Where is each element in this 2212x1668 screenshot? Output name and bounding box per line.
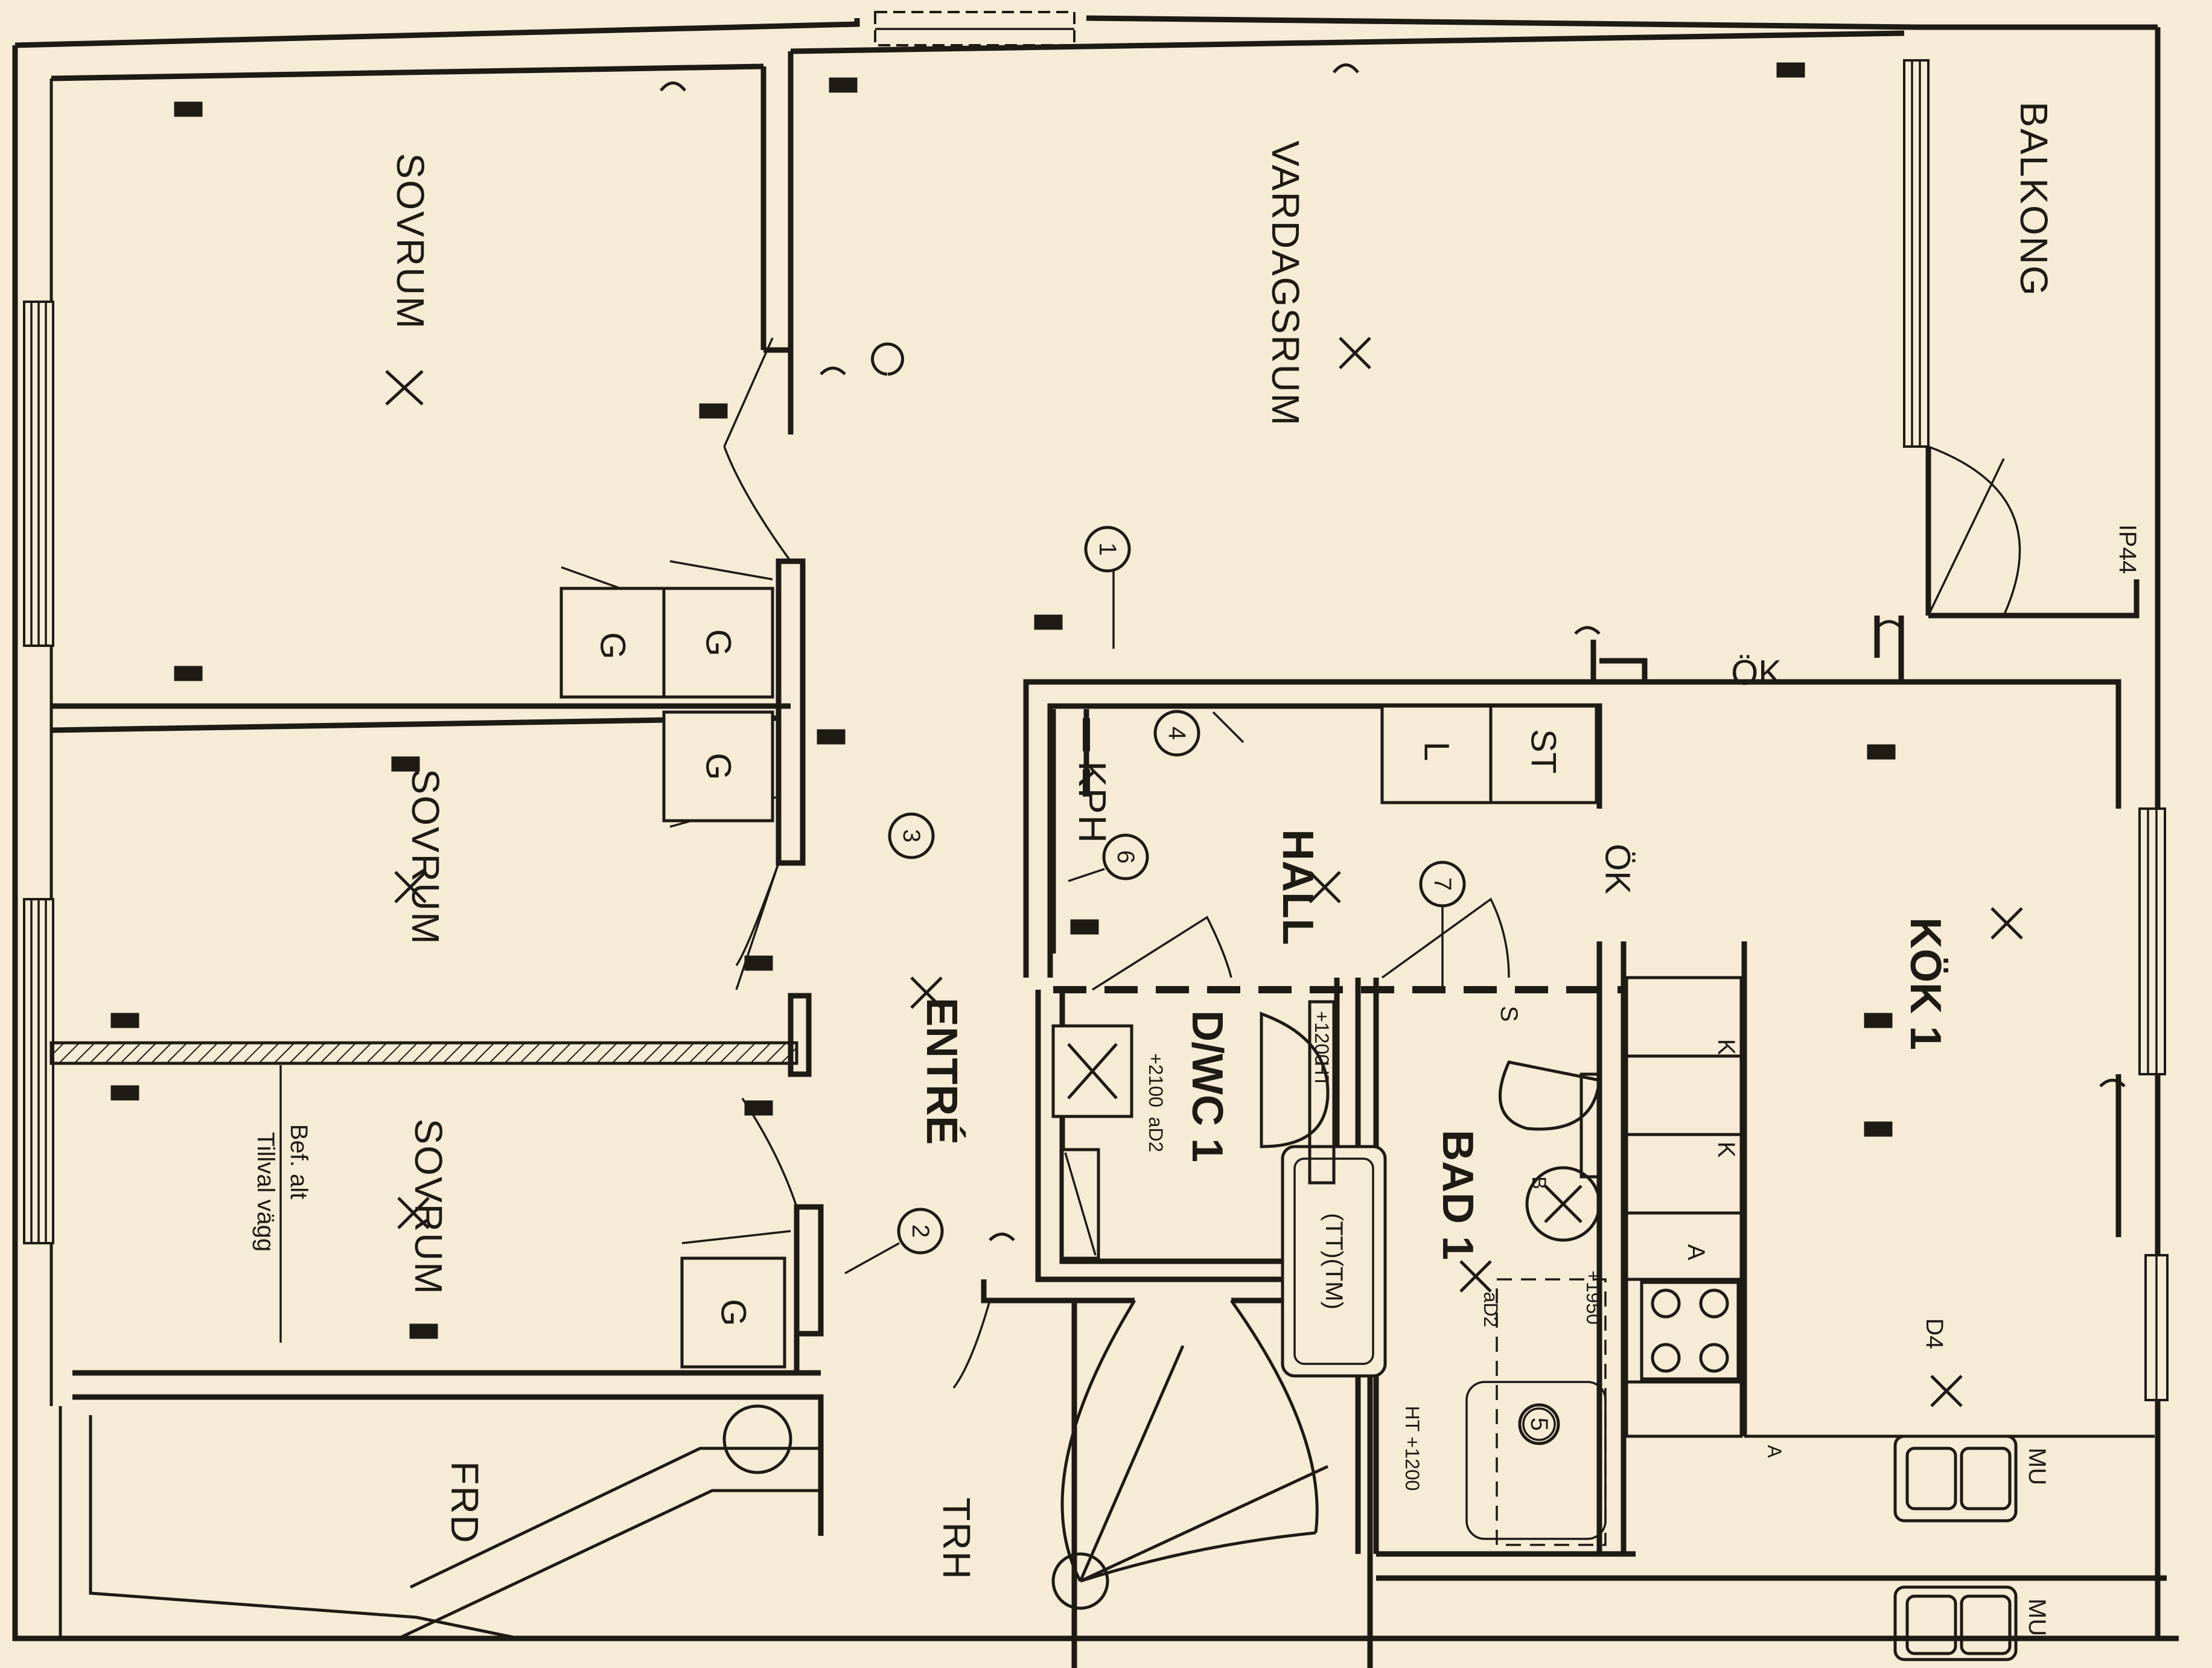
label-frd: FRD xyxy=(443,1461,486,1544)
label-a-kok: A xyxy=(1683,1244,1709,1261)
window-kok xyxy=(2138,807,2166,1075)
label-k2: K xyxy=(1713,1142,1739,1158)
wardrobe-g4: G xyxy=(680,1256,786,1369)
wardrobe-g2: G xyxy=(662,587,774,699)
svg-text:7: 7 xyxy=(1429,877,1456,891)
svg-text:ST: ST xyxy=(1524,729,1563,774)
light-point-markers xyxy=(385,337,2023,1407)
label-tillval-vagg: Tillval vägg xyxy=(252,1132,279,1252)
label-kok: KÖK 1 xyxy=(1901,917,1949,1050)
window-kok-lower xyxy=(2144,1254,2169,1401)
washbasin-dwc xyxy=(1051,1024,1133,1118)
label-mu2: MU xyxy=(2024,1599,2050,1636)
svg-text:G: G xyxy=(593,632,633,659)
svg-text:G: G xyxy=(699,629,738,656)
svg-text:6: 6 xyxy=(1112,850,1139,864)
sink-kok-1 xyxy=(1893,1434,2018,1523)
washbasin-bad xyxy=(1525,1166,1601,1242)
svg-text:G: G xyxy=(699,753,738,780)
dashed-boundary xyxy=(1053,718,1624,993)
label-k1: K xyxy=(1713,1039,1739,1055)
washer-dryer: (TT)(TM) xyxy=(1281,1145,1387,1378)
label-d2-dwc: aD2 xyxy=(1145,1117,1167,1153)
label-sovrum-top: SOVRUM xyxy=(389,153,432,330)
top-vent-window xyxy=(874,11,1076,46)
label-b: B xyxy=(1528,1176,1550,1189)
toilet-bad xyxy=(1499,1060,1601,1179)
label-ok-kok: ÖK xyxy=(1598,844,1637,894)
label-trh: TRH xyxy=(935,1497,978,1580)
cabinet-st: ST xyxy=(1489,704,1598,804)
label-a-marker: A xyxy=(1764,1445,1785,1458)
svg-text:5: 5 xyxy=(1526,1418,1552,1431)
label-1950: +1950 xyxy=(1583,1270,1604,1325)
shower-area xyxy=(1465,1278,1607,1546)
label-dwc: D/WC 1 xyxy=(1183,1010,1231,1162)
svg-text:L: L xyxy=(1417,742,1456,761)
label-d2-bad: aD2 xyxy=(1480,1292,1502,1328)
label-2100: +2100 xyxy=(1145,1053,1167,1107)
stove xyxy=(1640,1281,1740,1381)
label-entre: ENTRÉ xyxy=(917,998,966,1145)
svg-text:G: G xyxy=(714,1299,753,1326)
frd-drain xyxy=(722,1404,792,1474)
label-bad: BAD 1 xyxy=(1433,1130,1482,1260)
label-sovrum-mid: SOVRUM xyxy=(404,769,447,946)
shelf-dwc xyxy=(1060,1148,1100,1260)
svg-text:2: 2 xyxy=(907,1224,934,1238)
wardrobe-g1: G xyxy=(559,587,666,699)
label-kph: KPH xyxy=(1071,761,1114,844)
sink-kok-2 xyxy=(1893,1585,2018,1661)
svg-text:1: 1 xyxy=(1094,543,1121,556)
label-s: S xyxy=(1496,1006,1522,1022)
label-1200-dwc: +1200 xyxy=(1311,1011,1333,1065)
cabinet-l: L xyxy=(1380,704,1493,804)
label-hall: HALL xyxy=(1273,829,1322,945)
label-ht-dwc: HT xyxy=(1311,1062,1333,1087)
marker-1: 1 xyxy=(1084,526,1131,649)
label-ok-hall: ÖK xyxy=(1731,654,1782,693)
window-balkong xyxy=(1903,59,1930,448)
label-mu1: MU xyxy=(2024,1448,2050,1485)
marker-7: 7 xyxy=(1419,861,1466,990)
marker-5: 5 xyxy=(1518,1403,1560,1445)
wardrobe-g3: G xyxy=(662,710,774,823)
label-d4: D4 xyxy=(1921,1318,1948,1349)
marker-4: 4 xyxy=(1153,710,1200,757)
label-bef-alt: Bef. alt xyxy=(285,1124,312,1200)
label-ip44: IP44 xyxy=(2114,524,2141,574)
svg-text:(TT)(TM): (TT)(TM) xyxy=(1321,1213,1347,1310)
toilet-dwc xyxy=(1260,1000,1336,1185)
interior-walls xyxy=(49,30,2167,1668)
marker-6: 6 xyxy=(1068,833,1149,882)
marker-2: 2 xyxy=(844,1208,944,1275)
trh-column xyxy=(1051,1552,1109,1610)
svg-text:4: 4 xyxy=(1164,727,1190,740)
ceiling-lamp-symbols xyxy=(110,62,1896,1339)
label-ht-bad: HT +1200 xyxy=(1401,1406,1423,1491)
marker-3: 3 xyxy=(888,812,935,859)
svg-text:3: 3 xyxy=(898,829,925,842)
label-balkong: BALKONG xyxy=(2012,101,2056,296)
socket-symbols xyxy=(660,63,2126,1241)
window-left-top xyxy=(23,301,54,647)
label-sovrum-bottom: SOVRUM xyxy=(407,1119,450,1296)
window-left-bottom xyxy=(23,898,54,1244)
label-vardagsrum: VARDAGSRUM xyxy=(1264,141,1307,427)
kitchen-counter xyxy=(1625,976,1743,1438)
